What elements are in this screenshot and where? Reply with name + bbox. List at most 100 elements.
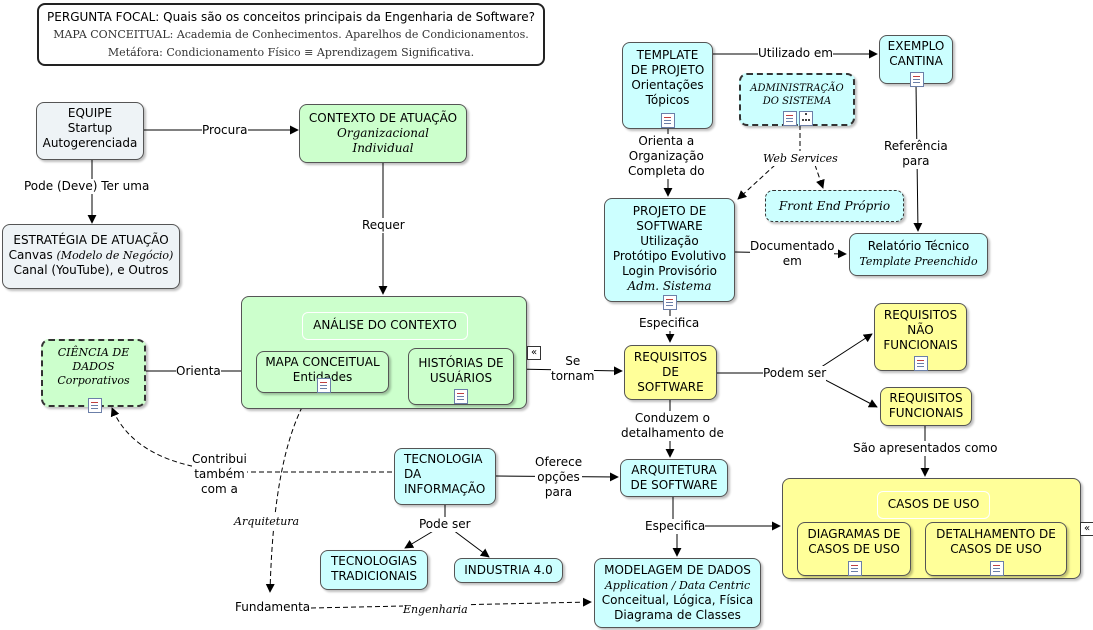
resource-document-icon[interactable]: [990, 561, 1004, 576]
label-line: Organização: [628, 149, 704, 163]
analise-title: ANÁLISE DO CONTEXTO: [313, 318, 457, 332]
node-arquitetura-line: DE SOFTWARE: [630, 478, 718, 492]
submap-tree-icon[interactable]: [799, 111, 813, 126]
label-line: também: [194, 467, 245, 481]
node-equipe-line: EQUIPE: [67, 106, 113, 120]
resource-document-icon[interactable]: [454, 389, 468, 404]
node-projeto-line: Protótipo Evolutivo: [612, 249, 727, 263]
label-line: detalhamento de: [621, 426, 724, 440]
node-detalhamento-casos[interactable]: DETALHAMENTO DE CASOS DE USO: [925, 522, 1067, 576]
node-mapa-conceitual[interactable]: MAPA CONCEITUAL Entidades: [256, 351, 389, 393]
node-exemplo-cantina[interactable]: EXEMPLO CANTINA: [879, 35, 953, 87]
node-projeto-software[interactable]: PROJETO DE SOFTWARE Utilização Protótipo…: [604, 198, 735, 310]
label-line: Se: [565, 354, 581, 368]
node-administracao-sistema[interactable]: ADMINISTRAÇÃO DO SISTEMA: [739, 73, 855, 126]
node-template-line: Tópicos: [645, 93, 690, 107]
node-estrategia-canal: Canal (YouTube), e Outros: [13, 263, 169, 277]
resource-document-icon[interactable]: [910, 72, 924, 87]
label-podem-ser: Podem ser: [763, 366, 827, 381]
focal-question-box: PERGUNTA FOCAL: Quais são os conceitos p…: [37, 3, 545, 66]
link-webservices-projeto: [737, 164, 776, 200]
label-line: em: [782, 254, 802, 268]
node-estrategia[interactable]: ESTRATÉGIA DE ATUAÇÃO Canvas (Modelo de …: [2, 224, 180, 289]
node-requisitos-funcionais[interactable]: REQUISITOS FUNCIONAIS: [880, 387, 972, 426]
node-equipe[interactable]: EQUIPE Startup Autogerenciada: [36, 102, 144, 160]
resource-document-icon[interactable]: [783, 111, 797, 126]
node-reqnao-line: REQUISITOS: [883, 308, 958, 322]
focal-question: PERGUNTA FOCAL: Quais são os conceitos p…: [47, 10, 535, 24]
node-projeto-line: Utilização: [640, 234, 699, 248]
node-front-end[interactable]: Front End Próprio: [765, 190, 904, 222]
resource-document-icon[interactable]: [88, 398, 102, 413]
node-requisitos-nao-funcionais[interactable]: REQUISITOS NÃO FUNCIONAIS: [874, 303, 967, 371]
node-diagramas-line: CASOS DE USO: [808, 542, 900, 556]
resource-document-icon[interactable]: [848, 561, 862, 576]
node-relatorio-tecnico[interactable]: Relatório Técnico Template Preenchido: [849, 233, 988, 276]
label-orienta: Orienta: [176, 364, 221, 379]
label-pode-ser: Pode ser: [419, 517, 471, 532]
node-projeto-line: SOFTWARE: [636, 219, 703, 233]
label-especifica-arquitetura: Especifica: [645, 519, 706, 534]
casos-title-box: CASOS DE USO: [877, 491, 990, 519]
label-line: Contribui: [192, 452, 247, 466]
resource-document-icon[interactable]: [317, 378, 331, 393]
node-template-projeto[interactable]: TEMPLATE DE PROJETO Orientações Tópicos: [622, 42, 713, 129]
label-line: para: [544, 485, 573, 499]
node-admin-line: DO SISTEMA: [762, 96, 832, 107]
label-procura: Procura: [202, 123, 248, 138]
node-admin-line: ADMINISTRAÇÃO: [750, 83, 844, 94]
label-documentado-em: Documentado em: [750, 239, 835, 269]
node-exemplo-line: CANTINA: [889, 54, 943, 68]
node-tecnologia-informacao[interactable]: TECNOLOGIA DA INFORMAÇÃO: [394, 448, 496, 505]
label-web-services: Web Services: [763, 151, 838, 166]
node-modelagem-italic: Application / Data Centric: [604, 579, 751, 592]
node-mapa-line: Entidades: [292, 370, 353, 384]
node-diagramas-line: DIAGRAMAS DE: [807, 527, 901, 541]
analise-title-box: ANÁLISE DO CONTEXTO: [302, 312, 468, 340]
node-industria-40[interactable]: INDUSTRIA 4.0: [454, 558, 563, 583]
node-diagramas-casos[interactable]: DIAGRAMAS DE CASOS DE USO: [797, 522, 911, 576]
node-ciencia-line: Corporativos: [57, 374, 130, 387]
node-contexto-line: Individual: [352, 141, 414, 155]
label-line: com a: [201, 482, 238, 496]
node-arquitetura-line: ARQUITETURA: [631, 463, 717, 477]
node-ti-line: TECNOLOGIA: [404, 452, 483, 466]
node-exemplo-line: EXEMPLO: [887, 39, 945, 53]
collapse-toggle-analise[interactable]: «: [527, 346, 541, 360]
label-especifica: Especifica: [639, 316, 700, 331]
node-tecnologias-tradicionais[interactable]: TECNOLOGIAS TRADICIONAIS: [320, 550, 428, 590]
label-line: tornam: [551, 369, 595, 383]
node-equipe-line: Startup: [67, 121, 113, 135]
label-pode-deve-ter: Pode (Deve) Ter uma: [24, 179, 150, 194]
label-line: Documentado: [750, 239, 835, 253]
resource-document-icon[interactable]: [914, 356, 928, 371]
node-ciencia-dados[interactable]: CIÊNCIA DE DADOS Corporativos: [41, 339, 146, 413]
node-contexto-line: Organizacional: [337, 126, 429, 140]
node-estrategia-canvas: Canvas: [8, 248, 57, 262]
node-projeto-line: PROJETO DE: [632, 204, 707, 218]
node-requisitos-line: SOFTWARE: [637, 380, 704, 394]
label-line: Conduzem o: [634, 411, 710, 425]
node-arquitetura-software[interactable]: ARQUITETURA DE SOFTWARE: [620, 459, 728, 497]
node-modelagem-dados[interactable]: MODELAGEM DE DADOS Application / Data Ce…: [594, 558, 761, 628]
resource-document-icon[interactable]: [661, 113, 675, 128]
focal-map-note: MAPA CONCEITUAL: Academia de Conheciment…: [53, 28, 529, 41]
label-contribui: Contribui também com a: [192, 452, 247, 497]
node-contexto-title: CONTEXTO DE ATUAÇÃO: [308, 111, 458, 125]
node-template-line: Orientações: [631, 78, 704, 92]
collapse-toggle-casos[interactable]: «: [1080, 522, 1093, 536]
label-line: Referência: [884, 139, 948, 153]
node-requisitos-software[interactable]: REQUISITOS DE SOFTWARE: [624, 345, 717, 400]
label-orienta-organizacao: Orienta a Organização Completa do: [628, 134, 705, 179]
link-ti-ciencia: [110, 407, 392, 473]
node-historias-usuarios[interactable]: HISTÓRIAS DE USUÁRIOS: [408, 348, 514, 405]
node-projeto-adm: Adm. Sistema: [627, 279, 712, 293]
node-relatorio-title: Relatório Técnico: [867, 239, 970, 253]
node-template-line: TEMPLATE: [636, 48, 699, 62]
label-conduzem: Conduzem o detalhamento de: [621, 411, 724, 441]
casos-title: CASOS DE USO: [887, 497, 980, 511]
node-contexto-atuacao[interactable]: CONTEXTO DE ATUAÇÃO Organizacional Indiv…: [299, 104, 467, 163]
resource-document-icon[interactable]: [663, 295, 677, 310]
label-engenharia: Engenharia: [403, 602, 468, 617]
label-fundamenta: Fundamenta: [235, 600, 311, 615]
